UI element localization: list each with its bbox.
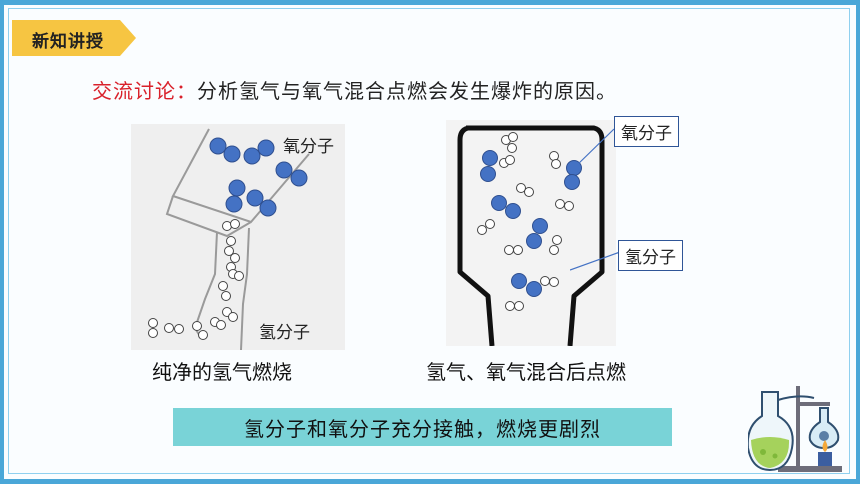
mixed-hydrogen-molecules: [477, 132, 574, 311]
section-tag-label: 新知讲授: [32, 32, 104, 52]
left-caption: 纯净的氢气燃烧: [152, 360, 292, 384]
section-tag: 新知讲授: [12, 20, 136, 56]
lab-flask-decoration: [748, 386, 842, 472]
tag-arrow-shape: [12, 20, 136, 56]
mixed-oxygen-molecules: [480, 150, 582, 297]
frame-right-border: [856, 0, 860, 484]
callout-leader-lines: [570, 128, 621, 271]
mixed-gas-diagram: [446, 120, 616, 346]
right-hydrogen-callout: 氢分子: [618, 240, 683, 271]
right-oxygen-callout: 氧分子: [614, 116, 679, 147]
left-oxygen-label: 氧分子: [283, 137, 334, 157]
frame-left-border: [0, 0, 4, 484]
oxygen-molecules: [209, 137, 308, 217]
question-text: 分析氢气与氧气混合点燃会发生爆炸的原因。: [197, 79, 617, 103]
frame-bottom-border: [0, 479, 860, 484]
left-hydrogen-label: 氢分子: [259, 323, 310, 343]
pure-hydrogen-figure: 氧分子 氢分子: [131, 124, 345, 350]
inner-frame-line: [8, 8, 850, 474]
pure-hydrogen-diagram: [131, 124, 345, 350]
hydrogen-molecules: [148, 219, 244, 340]
summary-banner: 氢分子和氧分子充分接触，燃烧更剧烈: [173, 408, 672, 446]
right-caption: 氢气、氧气混合后点燃: [426, 360, 626, 384]
discussion-question: 交流讨论：分析氢气与氧气混合点燃会发生爆炸的原因。: [92, 75, 617, 104]
mixed-gas-figure: [446, 120, 616, 346]
frame-top-border: [0, 0, 860, 5]
question-lead: 交流讨论：: [92, 79, 197, 103]
